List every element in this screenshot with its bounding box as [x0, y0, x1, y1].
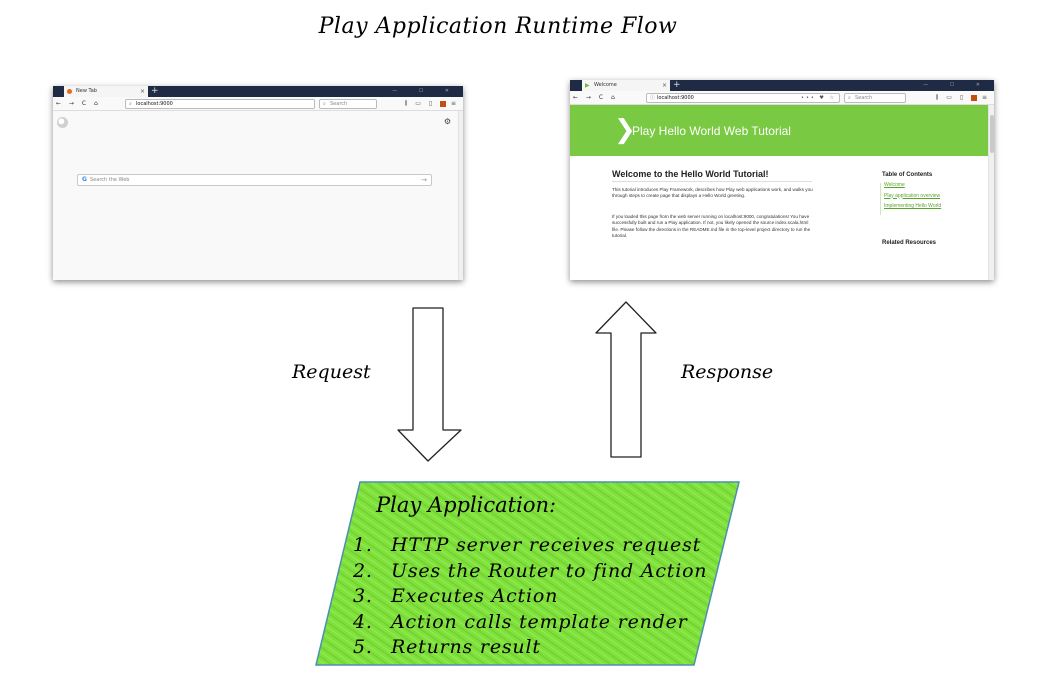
navigation-icons[interactable]: ← → C ⌂ [573, 94, 618, 101]
search-placeholder: Search [855, 95, 873, 101]
library-icon[interactable]: ⫼ ▭ ▯ [935, 94, 967, 101]
close-tab-icon[interactable]: × [661, 82, 667, 89]
response-label: Response [681, 361, 774, 383]
browser-window-response: ▶ Welcome × + — ☐ ✕ ← → C ⌂ ⓘ localhost:… [570, 80, 994, 280]
toolbar-icons[interactable]: ⫼ ▭ ▯ ≡ [936, 94, 990, 102]
url-input[interactable]: ⓘ localhost:9000 ••• ♥ ☆ [646, 93, 840, 103]
navigation-icons[interactable]: ← → C ⌂ [56, 100, 101, 107]
banner-title: Play Hello World Web Tutorial [632, 124, 791, 138]
related-heading: Related Resources [882, 240, 937, 246]
nav-bar: ← → C ⌂ ⓘ localhost:9000 ••• ♥ ☆ ⌕ Searc… [570, 91, 994, 105]
tab-welcome[interactable]: ▶ Welcome × [582, 80, 670, 91]
browser-window-request: New Tab × + — ☐ ✕ ← → C ⌂ ⌕ localhost:90… [53, 86, 463, 280]
request-arrow [397, 307, 462, 462]
divider [612, 181, 812, 182]
step-item: 5. Returns result [353, 635, 723, 661]
diagram-title: Play Application Runtime Flow [318, 14, 678, 39]
window-controls[interactable]: — ☐ ✕ [392, 88, 459, 94]
intro-paragraph: This tutorial introduces Play Framework,… [612, 187, 813, 199]
google-icon: G [82, 176, 87, 183]
new-tab-button[interactable]: + [673, 80, 681, 90]
info-icon: ⓘ [650, 95, 656, 101]
firefox-favicon-icon [67, 89, 72, 94]
toc-list: Welcome Play application overview Implem… [880, 182, 942, 215]
search-icon: ⌕ [129, 101, 132, 107]
tab-title: New Tab [76, 88, 97, 94]
play-chevron-icon: ❯ [614, 115, 636, 145]
page-heading: Welcome to the Hello World Tutorial! [612, 169, 769, 179]
url-actions[interactable]: ••• ♥ ☆ [801, 95, 836, 101]
play-favicon-icon: ▶ [585, 82, 590, 89]
extension-icon[interactable] [971, 94, 978, 101]
gear-icon[interactable]: ⚙ [443, 117, 451, 126]
url-input[interactable]: ⌕ localhost:9000 [125, 99, 315, 109]
play-application-box [315, 481, 740, 666]
step-text: Uses the Router to find Action [391, 559, 708, 582]
scrollbar[interactable] [988, 105, 994, 280]
firefox-logo-icon [57, 117, 68, 128]
search-input[interactable]: ⌕ Search [844, 93, 906, 103]
scrollbar[interactable] [458, 111, 463, 280]
web-search-placeholder: Search the Web [90, 177, 130, 183]
url-text: localhost:9000 [136, 101, 173, 107]
tab-bar: New Tab × + — ☐ ✕ [53, 86, 463, 97]
extension-icon[interactable] [440, 100, 447, 107]
step-text: HTTP server receives request [391, 534, 702, 556]
status-paragraph: If you loaded this page from the web ser… [612, 214, 811, 239]
web-search-input[interactable]: G Search the Web → [77, 174, 432, 186]
menu-icon[interactable]: ≡ [450, 100, 459, 107]
step-number: 5. [353, 636, 373, 658]
search-icon: ⌕ [848, 95, 851, 101]
step-item: 1. HTTP server receives request [353, 533, 723, 559]
toc-link-implementing[interactable]: Implementing Hello World [884, 203, 942, 209]
step-text: Executes Action [391, 585, 559, 607]
step-text: Action calls template render [391, 610, 688, 633]
url-text: localhost:9000 [657, 95, 694, 101]
app-box-title: Play Application: [376, 493, 557, 517]
nav-bar: ← → C ⌂ ⌕ localhost:9000 ⌕ Search ⫼ ▭ ▯ … [53, 97, 463, 111]
search-input[interactable]: ⌕ Search [319, 99, 377, 109]
toc-link-welcome[interactable]: Welcome [884, 182, 905, 188]
library-icon[interactable]: ⫼ ▭ ▯ [404, 100, 436, 107]
step-item: 4. Action calls template render [353, 610, 723, 636]
step-item: 3. Executes Action [353, 584, 723, 610]
toc-heading: Table of Contents [882, 172, 933, 178]
scrollbar-thumb[interactable] [990, 115, 994, 153]
search-placeholder: Search [330, 101, 348, 107]
step-item: 2. Uses the Router to find Action [353, 559, 723, 585]
welcome-page: ❯ Play Hello World Web Tutorial [570, 105, 988, 280]
step-number: 3. [353, 585, 373, 607]
menu-icon[interactable]: ≡ [981, 94, 990, 101]
step-text: Returns result [391, 636, 541, 658]
response-arrow [595, 301, 657, 458]
tab-title: Welcome [594, 82, 617, 88]
new-tab-page: ⚙ G Search the Web → [53, 111, 463, 280]
play-banner: ❯ Play Hello World Web Tutorial [570, 105, 988, 156]
tab-bar: ▶ Welcome × + — ☐ ✕ [570, 80, 994, 91]
arrow-right-icon[interactable]: → [421, 176, 427, 184]
step-list: 1. HTTP server receives request 2. Uses th… [353, 533, 723, 661]
new-tab-button[interactable]: + [151, 86, 159, 96]
toc-link-overview[interactable]: Play application overview [884, 192, 941, 199]
search-icon: ⌕ [323, 101, 326, 107]
request-label: Request [292, 361, 371, 383]
step-number: 1. [353, 534, 373, 556]
toolbar-icons[interactable]: ⫼ ▭ ▯ ≡ [405, 100, 459, 108]
step-number: 2. [353, 559, 373, 582]
window-controls[interactable]: — ☐ ✕ [923, 82, 990, 88]
close-tab-icon[interactable]: × [139, 88, 145, 95]
tab-new-tab[interactable]: New Tab × [64, 86, 148, 97]
step-number: 4. [353, 610, 373, 633]
